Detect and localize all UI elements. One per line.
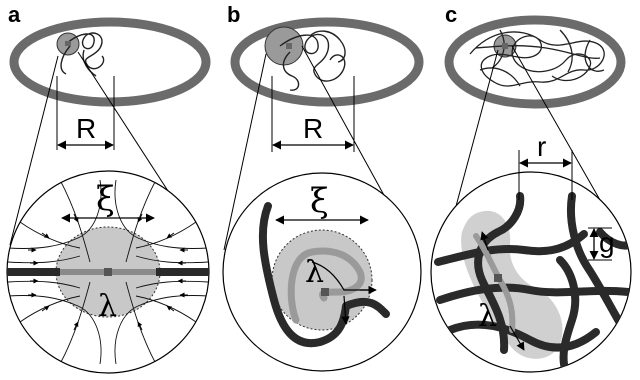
panel-b-xi-label: ξ [310,181,329,221]
panel-c-g-label: g [599,227,615,258]
panel-b-coil-marker [286,43,292,49]
panel-a-coil-marker [65,41,71,46]
panel-c-container-ellipse [449,20,621,104]
panel-a-rod-marker [104,268,112,276]
panel-b-container-ellipse [235,22,419,102]
panel-a-container-ellipse [14,22,206,102]
panel-a-letter: a [8,2,21,27]
panel-c-chain-marker [494,274,502,282]
panel-c: c r [431,2,632,372]
panel-a-R-label: R [76,113,96,144]
panel-a-lambda-label: λ [98,289,117,324]
panel-c-lambda-label: λ [478,299,497,334]
panel-b-R-label: R [303,113,323,144]
panel-b: b R ξ λ [223,2,421,371]
panel-b-letter: b [227,2,240,27]
panel-c-tangle-marker [502,43,508,49]
panel-b-lambda-label: λ [305,255,324,290]
panel-a: a R [6,2,212,373]
panel-c-r-label: r [537,131,546,162]
panel-a-xi-label: ξ [96,179,115,219]
panel-c-letter: c [445,2,457,27]
